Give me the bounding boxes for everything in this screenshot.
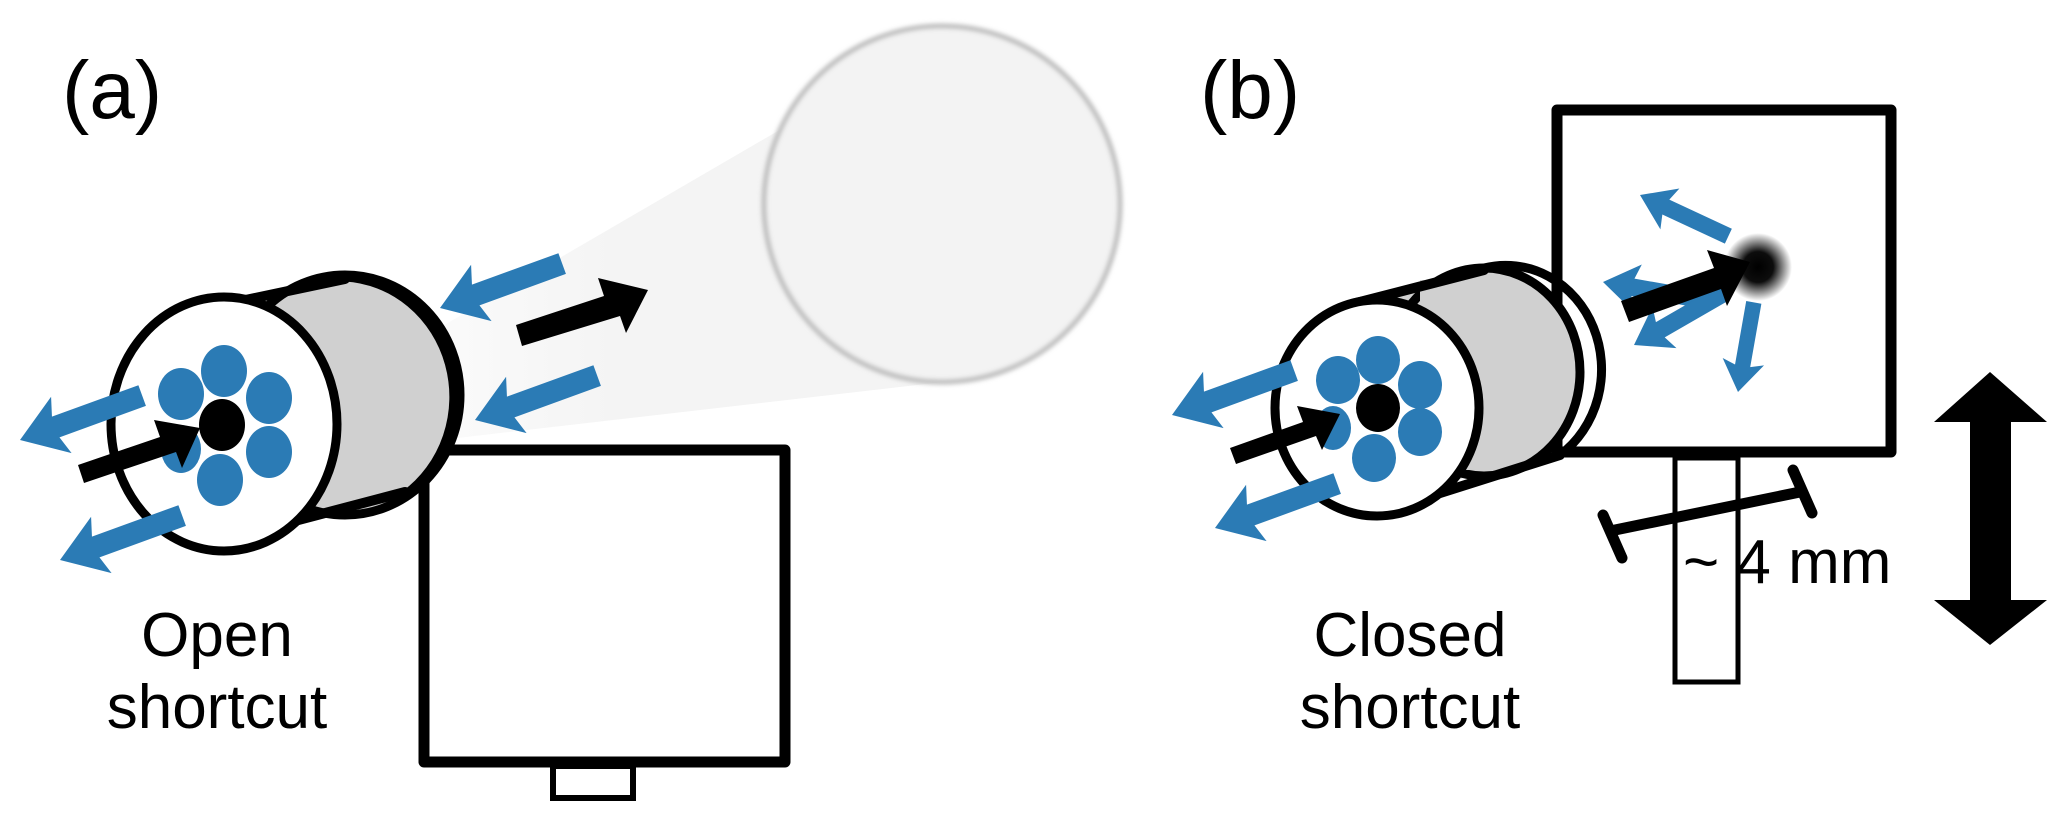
panel-b: (b): [1161, 45, 2047, 742]
fiber-center-dot: [1356, 384, 1400, 432]
fiber-dot: [1398, 361, 1442, 409]
panel-b-caption-line2: shortcut: [1300, 673, 1521, 742]
fiber-cylinder-b: [1270, 260, 1607, 521]
fiber-dot: [1356, 336, 1400, 384]
black-arrow-input: [78, 420, 200, 483]
fiber-dot: [1352, 434, 1396, 482]
panel-a: (a): [9, 23, 1123, 801]
fiber-bundle: [158, 345, 292, 506]
fiber-dot: [201, 345, 247, 397]
fiber-center-dot: [199, 399, 245, 451]
movement-double-arrow: [1934, 372, 2047, 645]
scale-label: ~ 4 mm: [1683, 528, 1891, 597]
fiber-dot: [197, 454, 243, 506]
panel-b-caption-line1: Closed: [1314, 601, 1507, 670]
panel-b-label: (b): [1200, 45, 1300, 136]
fiber-dot: [158, 368, 204, 420]
fiber-dot: [1398, 408, 1442, 456]
scale-bar: [1597, 464, 1818, 564]
panel-a-caption-line1: Open: [141, 601, 293, 670]
fiber-dot: [246, 426, 292, 478]
black-arrow-output: [516, 278, 648, 346]
black-arrow-input-b: [1230, 406, 1340, 464]
stem: [1672, 455, 1741, 685]
panel-a-caption-line2: shortcut: [107, 673, 328, 742]
stage-box: [418, 444, 791, 768]
fiber-dot: [246, 372, 292, 424]
black-arrow-output-b: [1621, 250, 1750, 322]
magnifier-circle: [761, 23, 1123, 385]
stage-stub: [550, 763, 636, 801]
target-spot: [1724, 233, 1792, 301]
fiber-dot: [1316, 356, 1360, 404]
panel-a-label: (a): [62, 45, 162, 136]
